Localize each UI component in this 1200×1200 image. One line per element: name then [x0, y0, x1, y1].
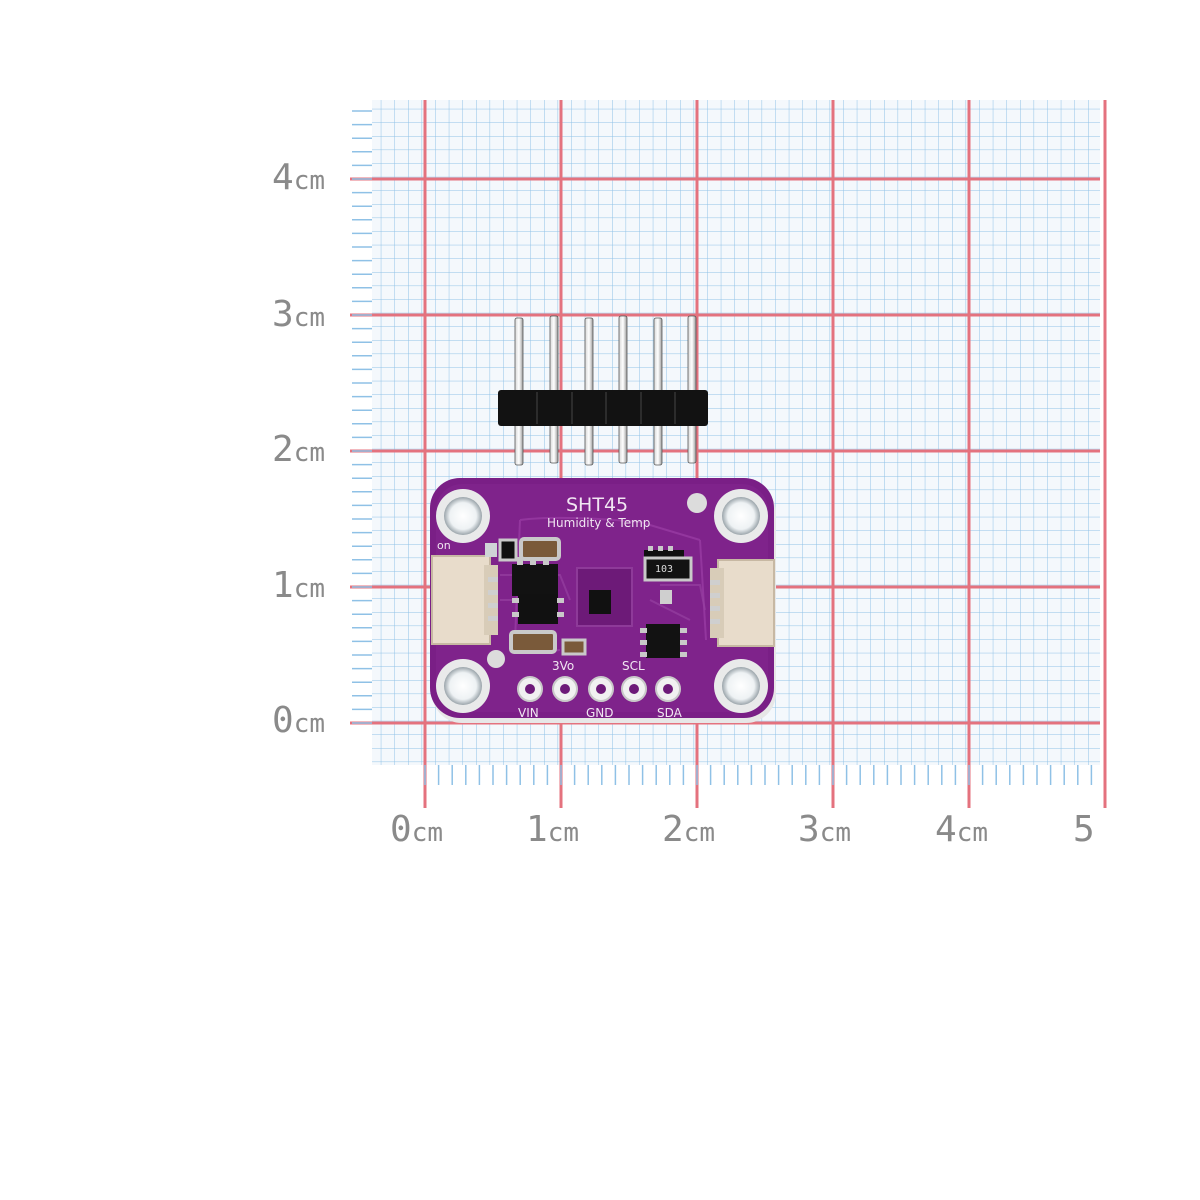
x-label-5: 5 — [1073, 809, 1095, 850]
pin-label-sda: SDA — [657, 706, 682, 720]
header-pin — [618, 315, 628, 464]
y-label-3: 3cm — [272, 294, 325, 335]
header-pin — [687, 315, 697, 464]
x-label-1: 1cm — [526, 809, 579, 850]
stemma-connector-left — [431, 555, 498, 645]
y-label-4: 4cm — [272, 157, 325, 198]
pin-label-3vo: 3Vo — [552, 659, 575, 673]
sensor-board — [430, 478, 776, 723]
fiducial-bottom — [487, 650, 505, 668]
mounting-holes — [436, 489, 768, 713]
y-label-0: 0cm — [272, 700, 325, 741]
y-label-1: 1cm — [272, 565, 325, 606]
x-label-2: 2cm — [662, 809, 715, 850]
x-label-4: 4cm — [935, 809, 988, 850]
pin-label-gnd: GND — [586, 706, 614, 720]
y-label-2: 2cm — [272, 429, 325, 470]
board-title: SHT45 — [566, 494, 629, 516]
axis-ticks — [352, 110, 1093, 785]
header-plastic — [498, 390, 708, 426]
pin-label-vin: VIN — [518, 706, 539, 720]
x-label-3: 3cm — [798, 809, 851, 850]
stemma-connector-right — [710, 559, 775, 647]
breakout-pad-holes — [525, 684, 673, 694]
x-label-0: 0cm — [390, 809, 443, 850]
pin-header — [498, 315, 708, 466]
fiducial-top — [687, 493, 707, 513]
smd-components — [485, 537, 693, 658]
pin-label-scl: SCL — [622, 659, 645, 673]
resistor-code: 103 — [655, 564, 674, 575]
sht45-sensor-chip — [589, 590, 611, 614]
board-subtitle: Humidity & Temp — [547, 516, 651, 530]
resistor — [643, 556, 693, 582]
header-pin — [549, 315, 559, 464]
led-label: on — [437, 539, 451, 552]
